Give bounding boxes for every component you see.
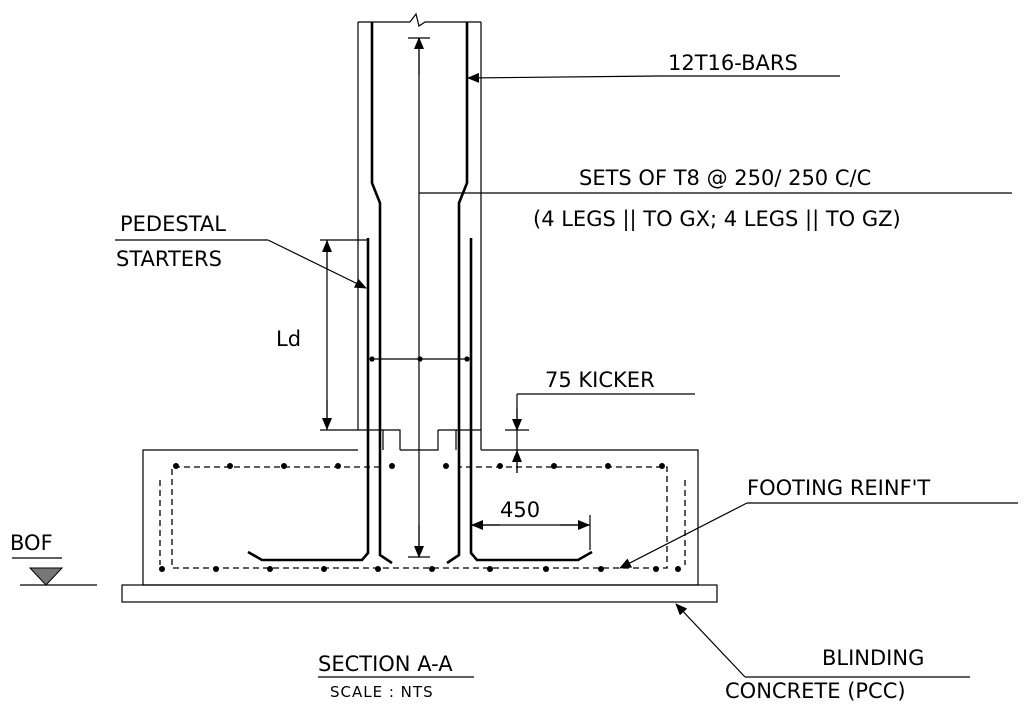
bars-leader <box>467 72 840 83</box>
kicker-label: 75 KICKER <box>545 368 655 392</box>
footing-outline <box>142 449 699 586</box>
pedestal-starters <box>247 238 593 562</box>
bars-label: 12T16-BARS <box>668 51 798 75</box>
blinding-concrete <box>121 584 718 603</box>
pedestal-outline <box>357 12 482 451</box>
blinding-label-line2: CONCRETE (PCC) <box>725 679 906 703</box>
section-scale: SCALE : NTS <box>330 683 434 701</box>
footing-label: FOOTING REINF'T <box>747 476 930 500</box>
dim-450-label: 450 <box>500 498 540 522</box>
ld-dimension <box>320 239 368 431</box>
kicker-leader <box>505 393 695 473</box>
bof-symbol <box>12 557 97 586</box>
stirrups-label-line1: SETS OF T8 @ 250/ 250 C/C <box>579 166 871 190</box>
stirrups-label-line2: (4 LEGS || TO GX; 4 LEGS || TO GZ) <box>533 207 901 232</box>
footing-top-bars <box>173 463 665 469</box>
pedestal-label-line1: PEDESTAL <box>120 212 226 236</box>
footing-leader <box>619 502 1018 569</box>
dim-450 <box>471 515 591 550</box>
footing-bottom-bars <box>159 566 681 572</box>
pedestal-main-bars <box>370 22 469 565</box>
blinding-label-line1: BLINDING <box>822 646 924 670</box>
blinding-leader <box>675 603 970 678</box>
bof-label: BOF <box>10 531 53 555</box>
pedestal-label-line2: STARTERS <box>116 247 222 271</box>
ld-label: Ld <box>276 327 301 351</box>
height-dimension <box>408 37 430 558</box>
footing-reinforcement <box>159 466 686 569</box>
section-title: SECTION A-A <box>318 652 453 676</box>
pedestal-leader <box>115 239 367 289</box>
